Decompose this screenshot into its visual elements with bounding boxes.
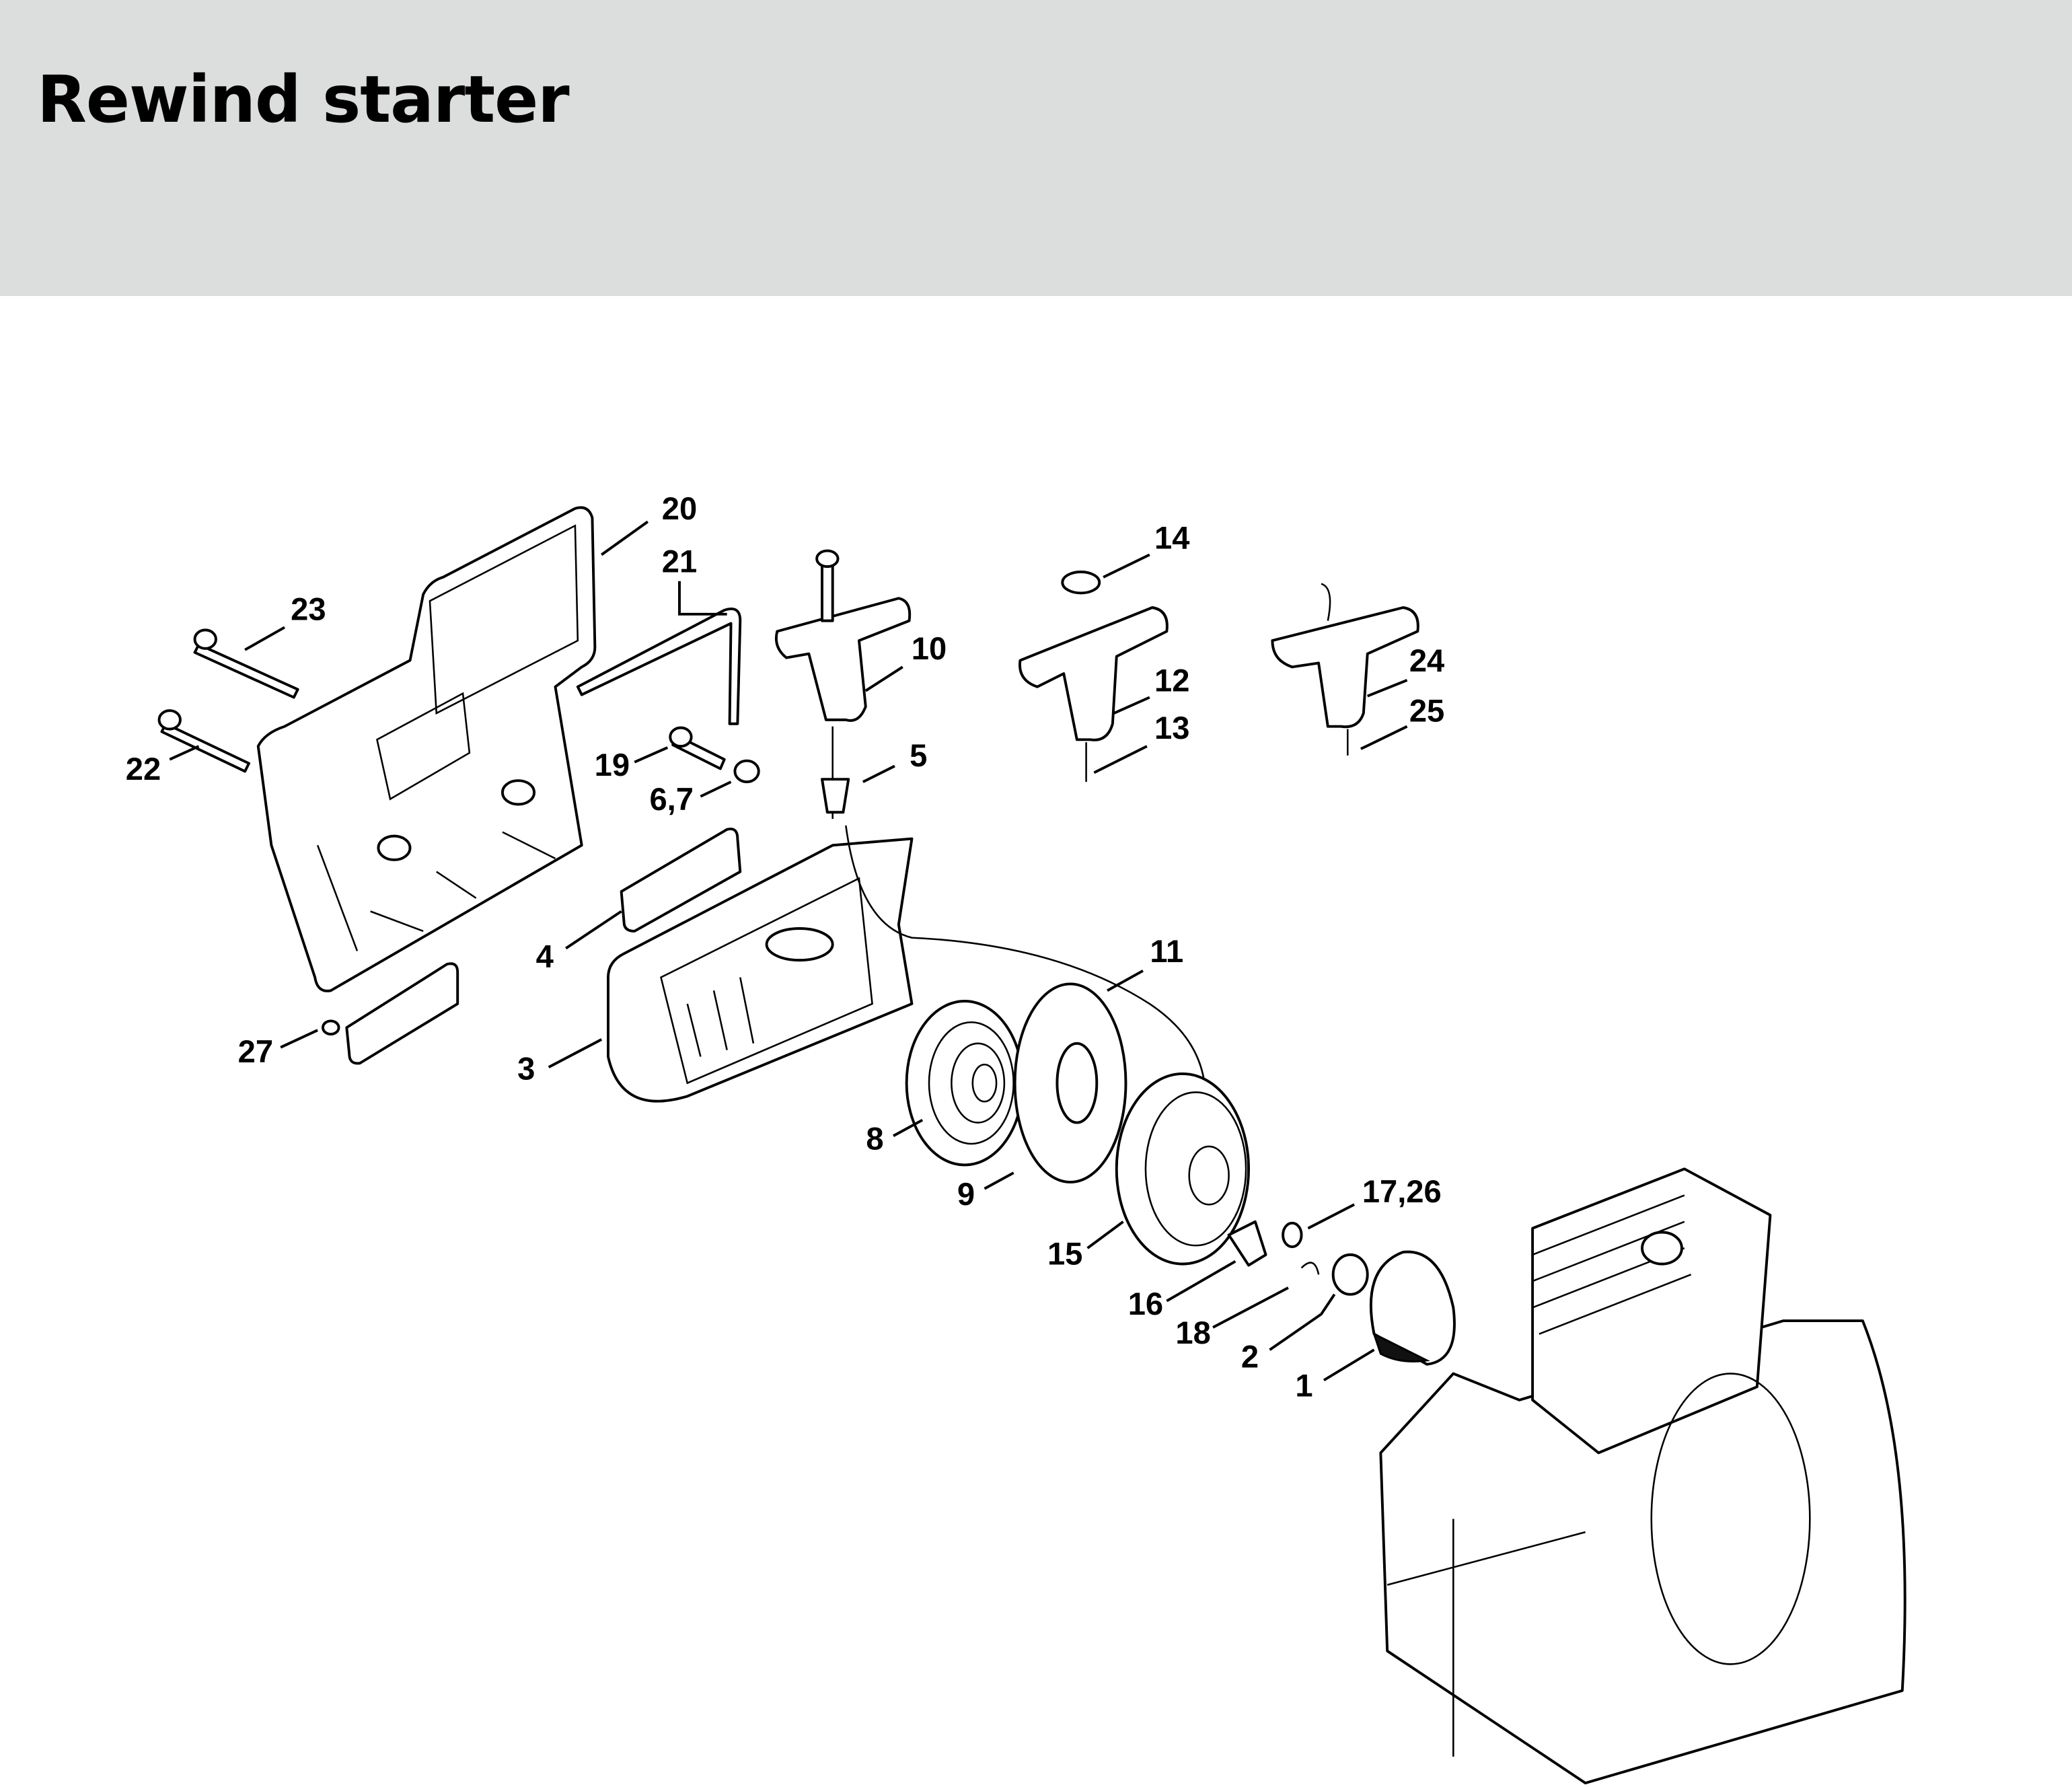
callout-4: 4 <box>536 939 554 974</box>
callout-12: 12 <box>1154 662 1189 698</box>
plug-6-7 <box>733 759 760 784</box>
callout-27: 27 <box>238 1033 273 1069</box>
callout-2: 2 <box>1241 1338 1259 1374</box>
callout-13: 13 <box>1154 710 1189 745</box>
callout-20: 20 <box>662 490 697 526</box>
rewind-spring-8 <box>905 1000 1025 1167</box>
callout-14: 14 <box>1154 519 1189 555</box>
callout-1: 1 <box>1295 1368 1312 1403</box>
callout-3: 3 <box>517 1050 535 1086</box>
washer-17-26 <box>1282 1221 1303 1249</box>
starter-grip-12 <box>1019 606 1169 782</box>
callout-8: 8 <box>866 1121 883 1157</box>
fan-housing-cover <box>256 506 597 992</box>
callout-16: 16 <box>1128 1286 1163 1321</box>
callout-24: 24 <box>1409 643 1444 678</box>
callout-11: 11 <box>1150 933 1183 969</box>
engine-crankcase <box>1379 1167 1907 1785</box>
callout-6-7: 6,7 <box>649 781 694 817</box>
page-title: Rewind starter <box>37 62 570 137</box>
hex-key-21 <box>576 608 742 725</box>
callout-18: 18 <box>1175 1315 1210 1350</box>
leader-lines <box>169 520 1408 1382</box>
spring-clip-18 <box>1300 1262 1320 1275</box>
screw-19 <box>669 726 726 770</box>
screw-27 <box>321 1019 340 1036</box>
plate-27 <box>345 962 459 1065</box>
callout-5: 5 <box>910 737 927 773</box>
callout-25: 25 <box>1409 692 1444 728</box>
screw-22 <box>157 709 250 773</box>
starter-housing-3 <box>607 837 914 1103</box>
callout-9: 9 <box>957 1176 975 1212</box>
nut-2 <box>1331 1253 1369 1296</box>
rope-guide-5 <box>821 778 850 814</box>
pawl-carrier-1 <box>1369 1250 1456 1366</box>
starter-grip-10 <box>774 549 912 819</box>
rope-rotor-15 <box>1115 1072 1251 1266</box>
callout-17-26: 17,26 <box>1362 1173 1442 1209</box>
callout-22: 22 <box>126 751 161 787</box>
callout-21: 21 <box>662 544 697 579</box>
starter-rope-11 <box>845 825 1207 1150</box>
callout-19: 19 <box>595 747 630 782</box>
callout-23: 23 <box>291 591 326 626</box>
header-band: Rewind starter <box>0 0 2072 296</box>
plate-4 <box>620 828 742 933</box>
cap-14 <box>1061 571 1101 595</box>
screw-23 <box>193 628 299 699</box>
spring-cover-9 <box>1013 982 1127 1183</box>
starter-grip-24 <box>1271 583 1419 756</box>
callout-15: 15 <box>1047 1235 1082 1271</box>
pawl-16 <box>1227 1220 1267 1267</box>
callout-10: 10 <box>912 630 947 666</box>
